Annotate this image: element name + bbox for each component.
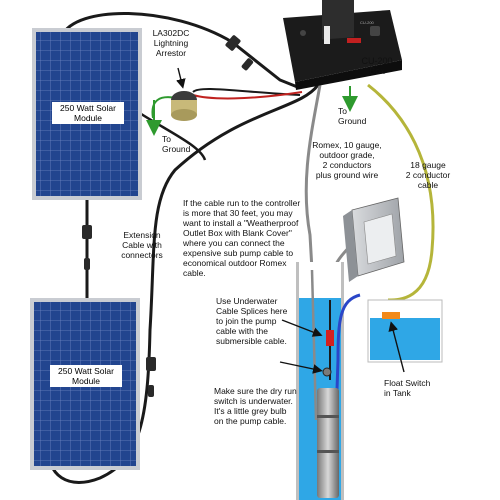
float-switch-cable (367, 83, 435, 302)
cu200-box-label: CU-200 Box (361, 56, 393, 76)
pump-drop-pipe (334, 293, 361, 421)
outlet-box (343, 197, 405, 282)
gauge18-label: 18 gauge 2 conductor cable (405, 160, 451, 190)
arrestor-pointer (176, 67, 186, 89)
arrestor-label: LA302DC Lightning Arrestor (152, 28, 190, 58)
splice-note: Use Underwater Cable Splices here to joi… (216, 296, 288, 346)
romex-label: Romex, 10 gauge, outdoor grade, 2 conduc… (312, 140, 382, 180)
float-label: Float Switch in Tank (384, 378, 431, 398)
lightning-arrestor (171, 91, 197, 121)
float-switch (382, 312, 400, 319)
ground-label-left: To Ground (162, 134, 191, 154)
cu200-controller: CU-200 (283, 0, 402, 90)
svg-text:CU-200: CU-200 (360, 20, 375, 25)
float-pointer (388, 321, 405, 373)
water-tank (367, 299, 443, 363)
extension-label: Extension Cable with connectors (121, 230, 163, 260)
panel-top-label: 250 Watt Solar Module (52, 102, 124, 124)
splice-pointer (281, 319, 323, 337)
submersible-pump (317, 388, 339, 498)
panel-bottom-label: 250 Watt Solar Module (50, 365, 122, 387)
underwater-splice (326, 330, 334, 346)
dryrun-note: Make sure the dry run switch is underwat… (214, 386, 297, 426)
dry-run-switch (322, 367, 332, 377)
extension-connectors (82, 35, 254, 397)
outlet-note: If the cable run to the controller is mo… (183, 198, 301, 278)
dryrun-pointer (279, 361, 323, 374)
ground-label-right: To Ground (338, 106, 367, 126)
romex-cable (304, 84, 322, 271)
